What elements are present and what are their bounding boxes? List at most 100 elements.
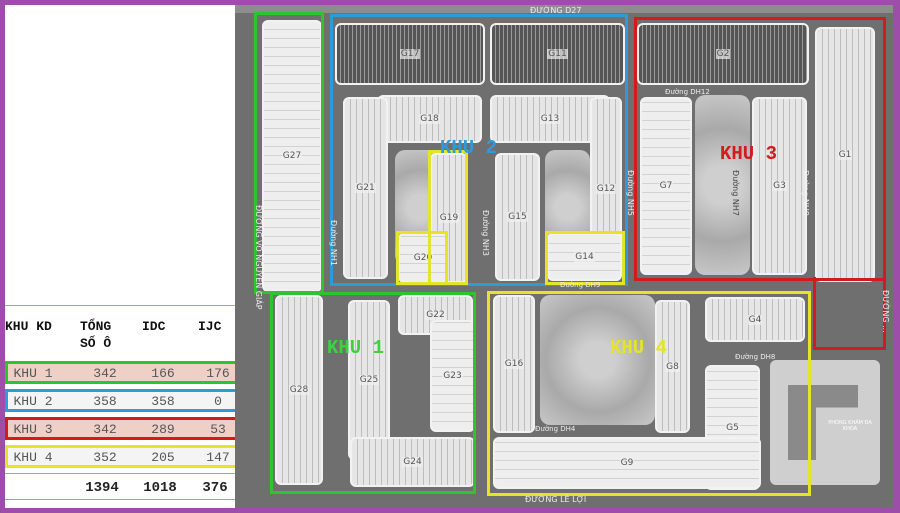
zone-cell: KHU 4 [13, 450, 53, 465]
table-row: KHU 4 352 205 147 [5, 445, 240, 468]
block-g16[interactable]: G16 [493, 295, 535, 433]
block-g9[interactable]: G9 [493, 437, 761, 489]
block-g4[interactable]: G4 [705, 297, 805, 342]
block-label: G1 [837, 149, 853, 160]
totals-row: 1394 1018 376 [5, 478, 240, 500]
ijc-cell: 147 [206, 450, 230, 465]
total-cell: 358 [93, 394, 117, 409]
block-label: G17 [399, 49, 421, 59]
block-label: G27 [281, 151, 303, 161]
block-label: G5 [725, 422, 740, 433]
zone-cell: KHU 2 [13, 394, 53, 409]
total-cell: 352 [93, 450, 117, 465]
block-label: G22 [425, 310, 446, 320]
zone-1-label: KHU 1 [327, 337, 385, 359]
zone-4-outline [428, 150, 468, 285]
zone-2-outline [330, 14, 628, 286]
total-cell: 342 [93, 366, 117, 381]
block-label: G14 [574, 252, 595, 262]
block-g8[interactable]: G8 [655, 300, 690, 433]
block-g28[interactable]: G28 [275, 295, 323, 485]
road-label-vo-nguyen-giap: ĐƯỜNG VÕ NGUYÊN GIÁP [254, 205, 263, 310]
road [235, 5, 893, 13]
zone-2-label: KHU 2 [440, 137, 498, 159]
block-label: G4 [747, 314, 763, 325]
block-g3[interactable]: G3 [752, 97, 807, 275]
block-g23[interactable]: G23 [430, 320, 475, 432]
clinic-label: PHÒNG KHÁM ĐA KHOA [828, 420, 872, 432]
road-label-nh1: Đường NH1 [329, 220, 338, 266]
ijc-cell: 0 [214, 394, 222, 409]
zone-cell: KHU 1 [13, 366, 53, 381]
zone-3-label: KHU 3 [720, 143, 778, 165]
road-label-dh12: Đường DH12 [665, 88, 710, 96]
zone-4-outline [545, 231, 625, 285]
idc-cell: 166 [151, 366, 175, 381]
block-label: G9 [619, 458, 635, 468]
block-label: G24 [402, 457, 423, 467]
table-row: KHU 2 358 358 0 [5, 389, 240, 412]
block-g24[interactable]: G24 [350, 437, 475, 487]
header-idc: IDC [142, 319, 166, 334]
block-label: G3 [772, 181, 787, 191]
block-g17[interactable]: G17 [335, 23, 485, 85]
header-zone: KHU KD [5, 319, 52, 334]
block-label: G23 [442, 371, 463, 381]
block-label: G28 [288, 385, 310, 395]
idc-cell: 289 [151, 422, 175, 437]
block-g25[interactable]: G25 [348, 300, 390, 460]
block-label: G21 [355, 183, 376, 193]
idc-cell: 205 [151, 450, 175, 465]
zone-1-outline [254, 12, 324, 294]
zone-4-outline [487, 291, 811, 496]
block-label: G13 [539, 114, 561, 124]
zone-4-outline [396, 231, 448, 285]
block-g15[interactable]: G15 [495, 153, 540, 281]
table-row: KHU 3 342 289 53 [5, 417, 240, 440]
idc-cell: 358 [151, 394, 175, 409]
divider [5, 499, 235, 500]
ijc-sum: 376 [202, 480, 228, 496]
zone-cell: KHU 3 [13, 422, 53, 437]
block-label: G8 [665, 361, 680, 372]
divider [5, 305, 235, 306]
park [540, 295, 655, 425]
road-label-dh4: Đường DH4 [535, 425, 576, 433]
ijc-cell: 53 [210, 422, 226, 437]
idc-sum: 1018 [143, 480, 177, 496]
block-g27[interactable]: G27 [262, 20, 322, 292]
total-cell: 342 [93, 422, 117, 437]
block-g7[interactable]: G7 [640, 97, 692, 275]
block-label: G20 [412, 253, 434, 263]
block-label: G2 [715, 49, 731, 59]
park [695, 95, 750, 275]
zone-3-outline [634, 17, 886, 281]
block-g1[interactable]: G1 [815, 27, 875, 282]
road-label-nh3: Đường NH3 [481, 210, 490, 256]
ijc-cell: 176 [206, 366, 230, 381]
road-label-nh7: Đường NH7 [731, 170, 740, 216]
table-row: KHU 1 342 166 176 [5, 361, 240, 384]
zone-4-label: KHU 4 [610, 337, 668, 359]
block-label: G16 [503, 359, 525, 369]
header-ijc: IJC [198, 319, 222, 334]
block-g11[interactable]: G11 [490, 23, 625, 85]
road-label-dh8: Đường DH8 [735, 353, 776, 361]
block-label: G25 [358, 375, 380, 385]
clinic[interactable]: PHÒNG KHÁM ĐA KHOA [770, 360, 880, 485]
zone-3-outline [813, 277, 886, 350]
road-label-nh9: Đường NH9 [801, 170, 810, 216]
site-map: ĐƯỜNG D27 ĐƯỜNG VÕ NGUYÊN GIÁP ĐƯỜNG LÊ … [235, 5, 893, 508]
block-g21[interactable]: G21 [343, 97, 388, 279]
block-label: G7 [658, 181, 674, 191]
block-label: G19 [438, 213, 460, 223]
road-label-dh9: Đường DH9 [560, 281, 601, 289]
header-total: TỔNG SỐ Ô [80, 319, 112, 351]
road-label-right: ĐƯỜNG ... [881, 290, 890, 333]
block-label: G12 [595, 184, 617, 194]
road-label-le-loi: ĐƯỜNG LÊ LỢI [525, 495, 587, 504]
block-g2[interactable]: G2 [637, 23, 809, 85]
zone-1-outline [270, 292, 476, 494]
block-g14[interactable]: G14 [547, 233, 622, 281]
total-sum: 1394 [85, 480, 119, 496]
